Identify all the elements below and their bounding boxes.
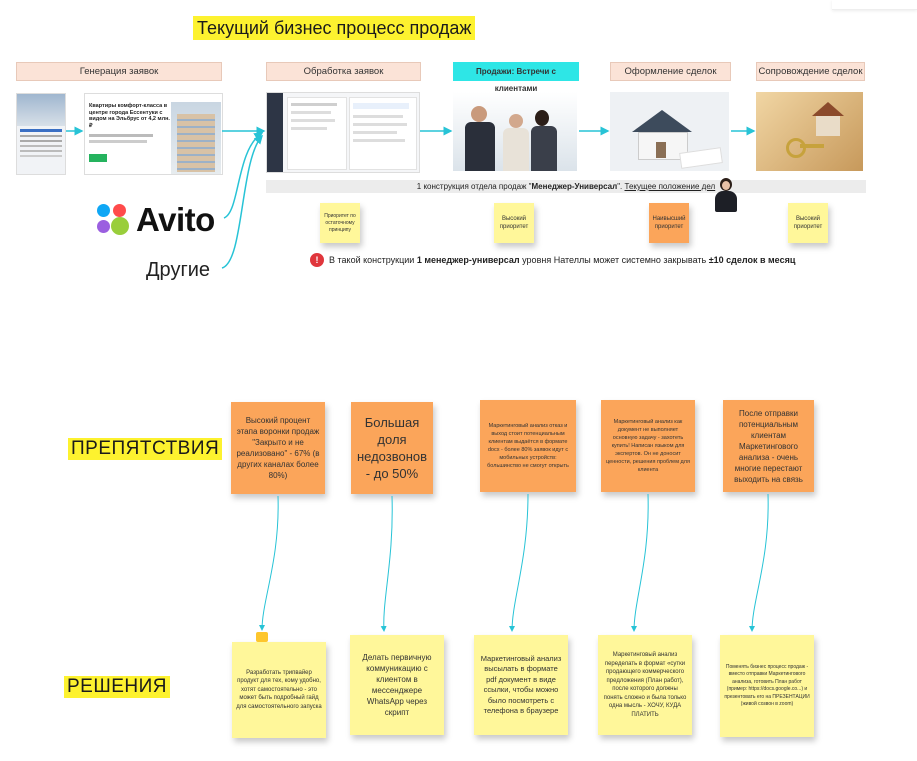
arrow-obstacle2-to-solution2 [380,495,393,632]
solution-note-5: Поменять бизнес процесс продаж - вместо … [720,635,814,737]
arrow-obstacle3-to-solution3 [509,493,529,632]
arrow-obstacle4-to-solution4 [631,493,649,632]
warning-triangle-icon: ! [310,253,324,267]
crm-screenshot [266,92,420,173]
solution-note-2: Делать первичную коммуникацию с клиентом… [350,635,444,735]
obstacles-label: ПРЕПЯТСТВИЯ [68,438,223,460]
stage-lead-generation: Генерация заявок [16,62,222,81]
solutions-label: РЕШЕНИЯ [64,676,171,698]
solution-note-1: Разработать трипвайер продукт для тех, к… [232,642,326,738]
obstacle-note-5: После отправки потенциальным клиентам Ма… [723,400,814,492]
priority-note-leftover: Приоритет по остаточному принципу [320,203,360,243]
stage-sales-meetings: Продажи: Встречи с клиентами [453,62,579,93]
current-state-link[interactable]: Текущее положение дел [624,182,716,191]
comment-icon[interactable] [256,632,268,642]
priority-note-highest: Наивысший приоритет [649,203,689,243]
website-mobile-screenshot [16,93,66,175]
other-sources-label: Другие [146,259,211,281]
arrow-other-to-crm [221,134,264,269]
obstacle-note-2: Большая доля недозвонов - до 50% [351,402,433,494]
stage-deal-registration: Оформление сделок [610,62,731,81]
priority-note-high-1: Высокий приоритет [494,203,534,243]
arrow-obstacle1-to-solution1 [259,495,279,631]
solution-note-4: Маркетинговый анализ переделать в формат… [598,635,692,735]
manager-avatar [712,178,740,212]
toolbar-fragment [832,0,917,10]
house-model-photo [610,92,729,171]
stage-lead-processing: Обработка заявок [266,62,421,81]
avito-logo-icon [96,203,130,237]
page-title: Текущий бизнес процесс продаж [193,16,476,40]
obstacle-note-3: Маркетинговый анализ отказ и выход стоит… [480,400,576,492]
meeting-photo [453,92,577,171]
landing-heading: Квартиры комфорт-класса в центре города … [89,103,170,129]
team-structure-caption: 1 конструкция отдела продаж "Менеджер-Ун… [266,180,866,193]
website-landing-screenshot: Квартиры комфорт-класса в центре города … [84,93,223,175]
stage-deal-support: Сопровождение сделок [756,62,865,81]
keys-house-photo [756,92,863,171]
arrow-obstacle5-to-solution5 [749,493,769,632]
solution-note-3: Маркетинговый анализ высылать в формате … [474,635,568,735]
obstacle-note-1: Высокий процент этапа воронки продаж "За… [231,402,325,494]
priority-note-high-2: Высокий приоритет [788,203,828,243]
avito-label: Avito [136,201,215,238]
obstacle-note-4: Маркетинговый анализ как документ не вып… [601,400,695,492]
capacity-warning: ! В такой конструкции 1 менеджер-универс… [310,253,795,267]
